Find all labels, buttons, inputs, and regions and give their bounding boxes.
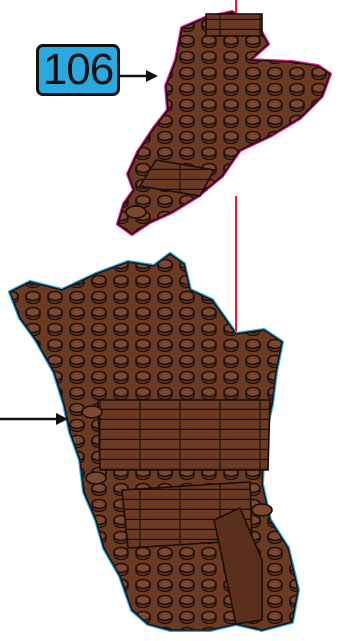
step-number-badge: 106	[36, 44, 120, 96]
upper-brick-assembly	[118, 12, 330, 234]
side-pointer-arrow-icon	[0, 413, 68, 425]
lower-brick-assembly	[10, 254, 298, 630]
step-number: 106	[43, 48, 113, 92]
badge-pointer-arrow-icon	[120, 70, 158, 82]
